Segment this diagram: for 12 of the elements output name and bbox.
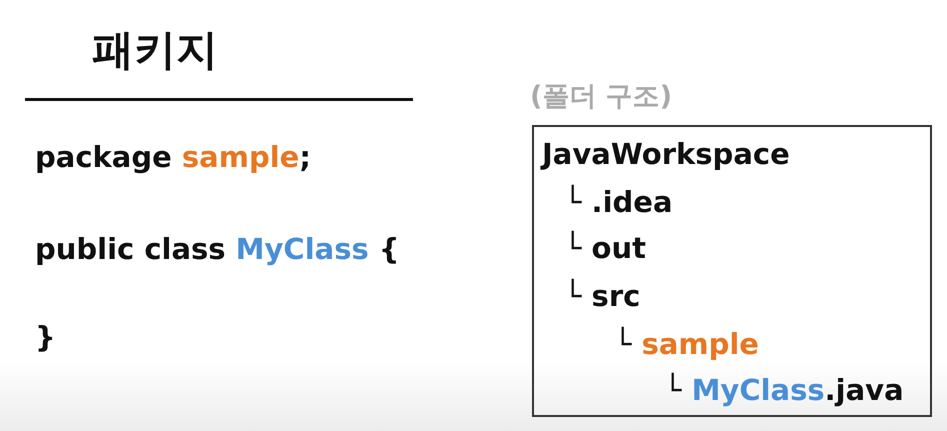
title: 패키지 — [91, 24, 219, 76]
tree-item: └ MyClass.java — [664, 373, 904, 407]
code-line: } — [35, 320, 56, 354]
tree-item: └ out — [564, 231, 646, 265]
tree-item: └ .idea — [564, 185, 673, 219]
section-heading: (폴더 구조) — [530, 80, 672, 114]
tree-item: JavaWorkspace — [542, 137, 790, 171]
code-line: public class MyClass { — [35, 232, 400, 266]
tree-item: └ sample — [614, 327, 759, 361]
tree-item: └ src — [564, 279, 640, 313]
code-line: package sample; — [35, 140, 311, 174]
folder-tree-panel — [532, 125, 932, 417]
